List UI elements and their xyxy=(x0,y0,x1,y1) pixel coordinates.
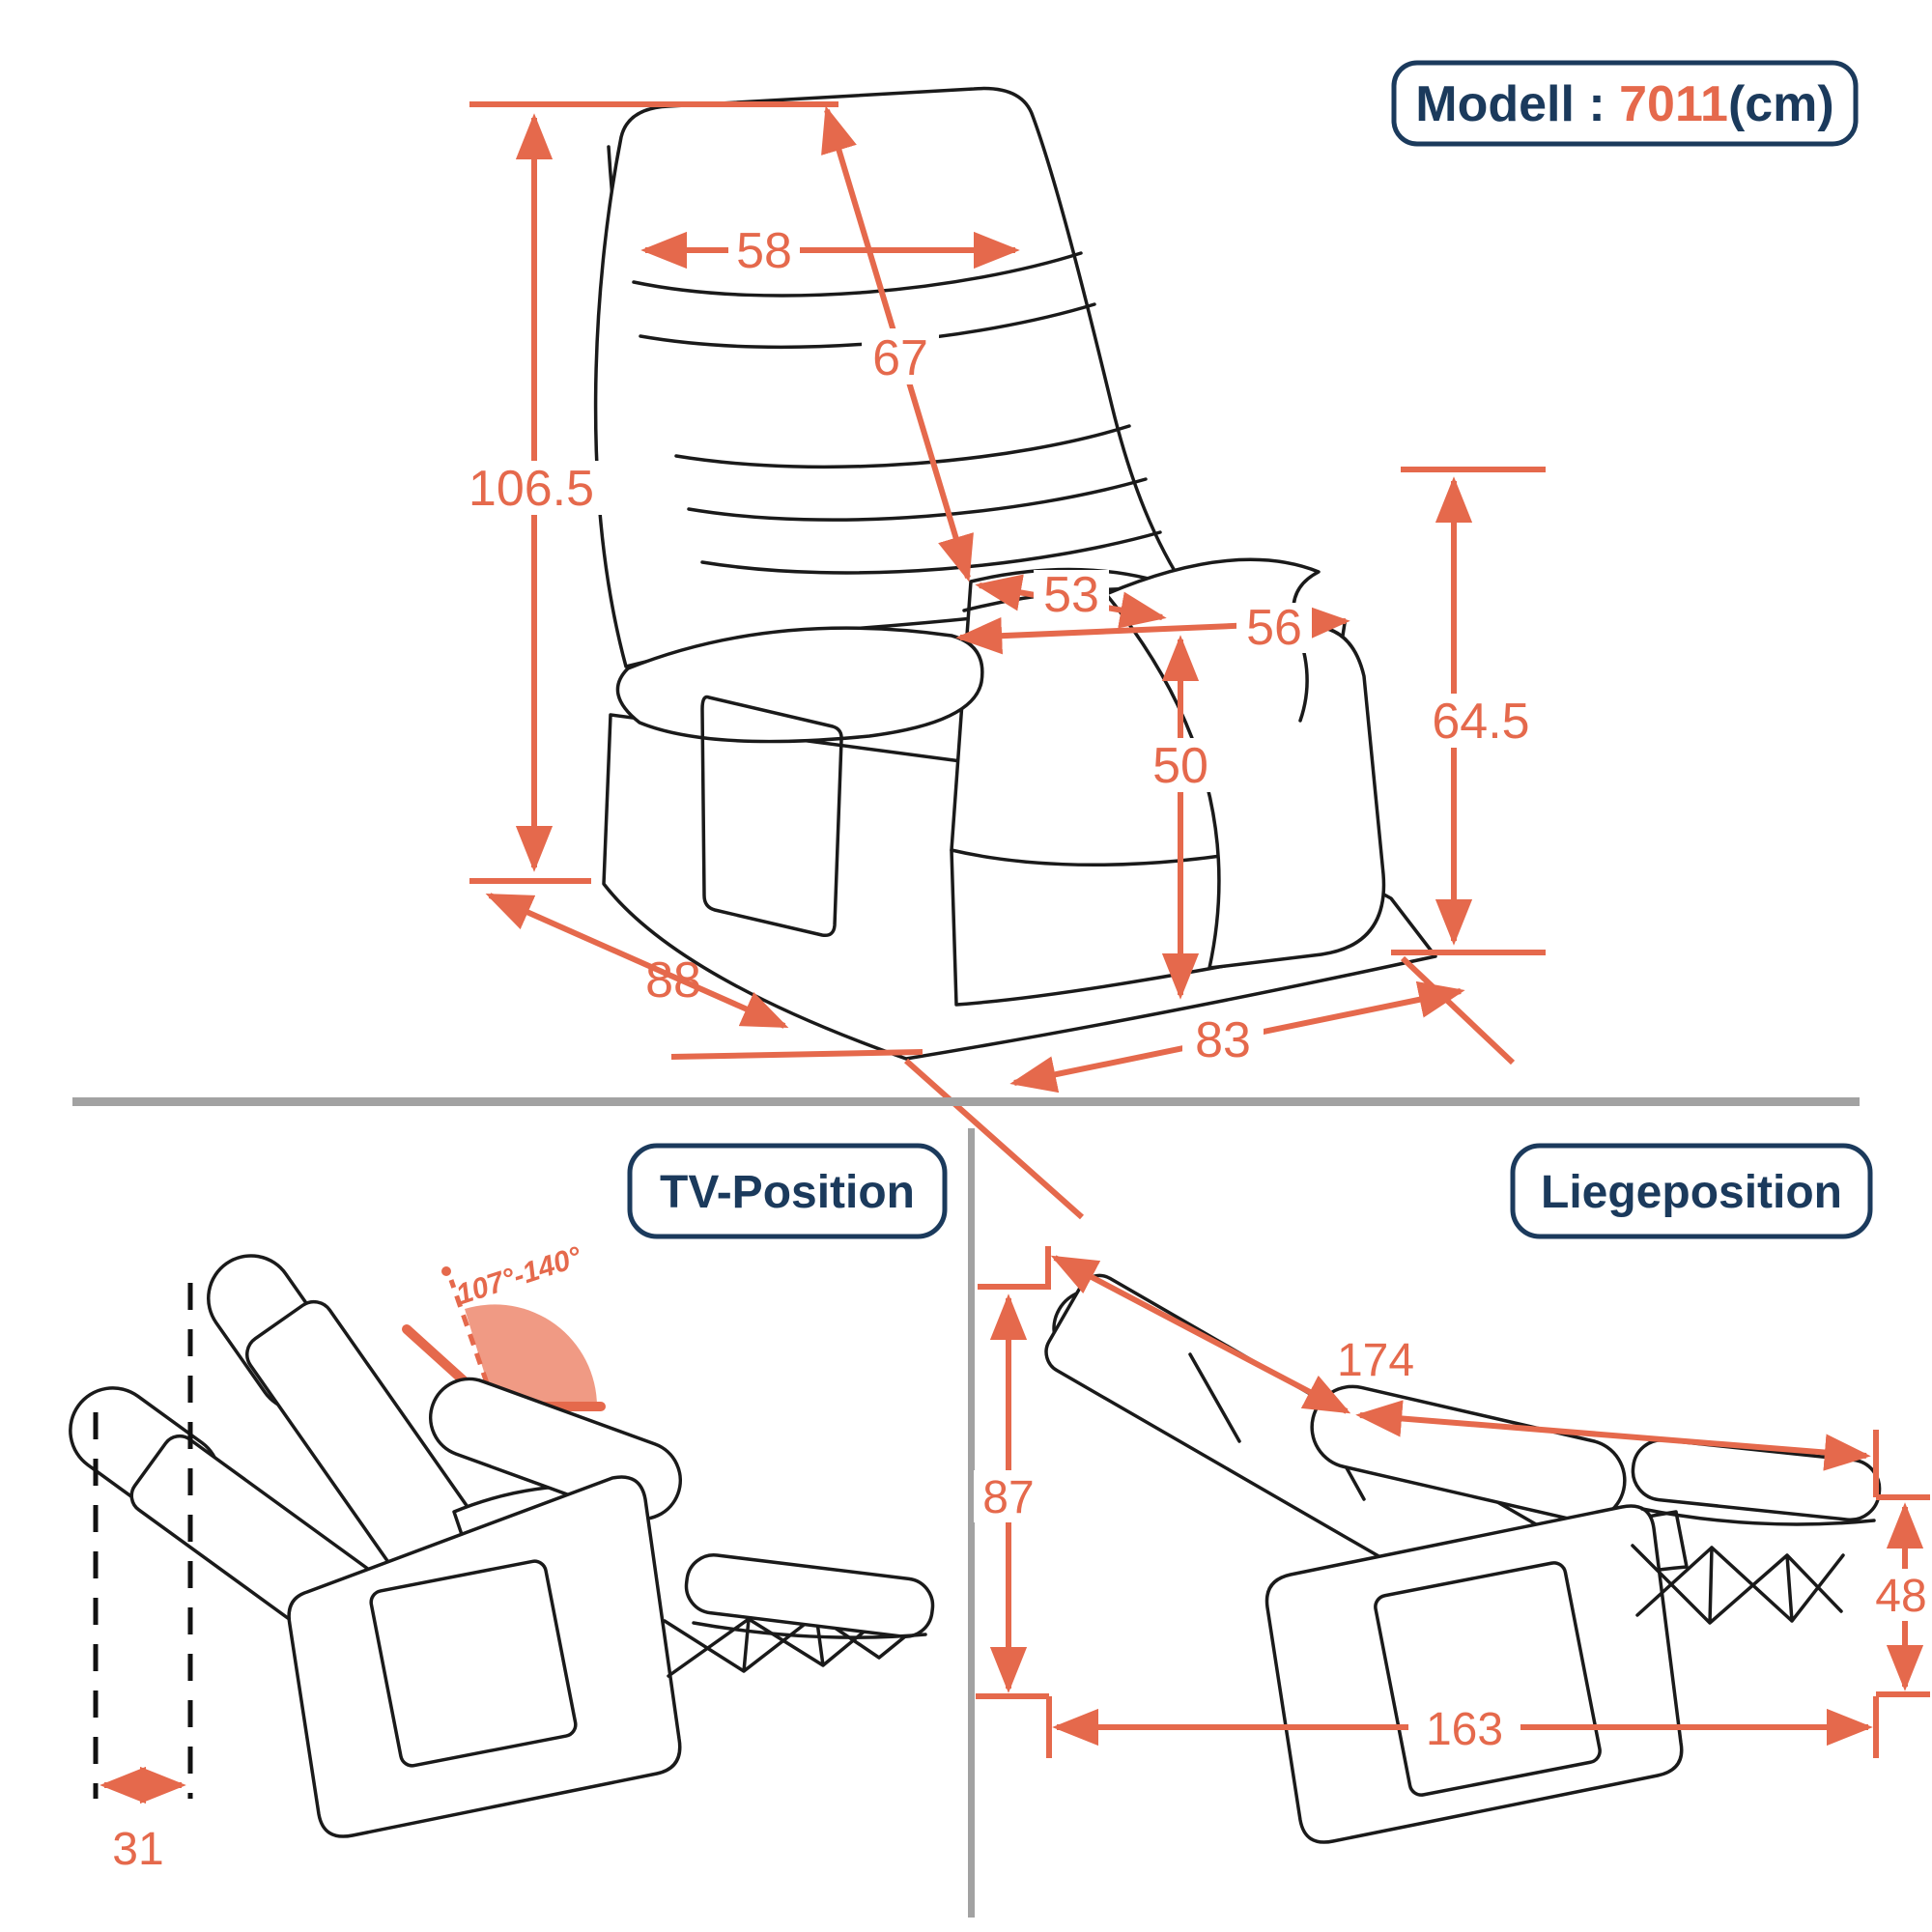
model-title-suffix: (cm) xyxy=(1728,76,1834,132)
recliner-front-drawing xyxy=(593,86,1437,1061)
dim-total-depth: 88 xyxy=(485,893,923,1060)
vertical-divider xyxy=(968,1128,975,1918)
angle-dot xyxy=(441,1266,451,1276)
side-pocket xyxy=(700,695,843,938)
seat-depth-label: 53 xyxy=(1043,567,1099,623)
model-number: 7011 xyxy=(1619,76,1728,132)
lie-footrest xyxy=(1631,1438,1882,1521)
tv-footrest xyxy=(684,1553,935,1638)
tv-position-panel: TV-Position 107°-140° xyxy=(69,1143,948,1875)
dim-arm-height: 64.5 xyxy=(1391,467,1555,955)
dim-footrest-height: 48 xyxy=(1870,1494,1932,1697)
headrest-offset-label: 31 xyxy=(112,1824,163,1875)
back-height-label: 87 xyxy=(982,1472,1034,1523)
total-depth-label: 88 xyxy=(645,952,701,1009)
seat-width-label: 56 xyxy=(1246,600,1302,656)
dim-seat-width: 56 xyxy=(955,600,1350,656)
back-length-label: 67 xyxy=(872,330,928,386)
tv-footrest-mechanism xyxy=(663,1613,912,1678)
model-title: Modell : 7011(cm) xyxy=(1415,76,1833,132)
footrest-height-label: 48 xyxy=(1875,1571,1926,1622)
recline-angle-icon: 107°-140° xyxy=(402,1240,606,1415)
tv-title-box: TV-Position xyxy=(627,1143,948,1239)
base-width-label: 83 xyxy=(1195,1012,1251,1068)
lie-footrest-seam xyxy=(1640,1507,1876,1526)
lie-position-panel: Liegeposition 174 87 xyxy=(974,1143,1932,1844)
lie-title-box: Liegeposition xyxy=(1510,1143,1873,1239)
tv-footrest-seam xyxy=(692,1621,927,1639)
left-armrest-outline xyxy=(615,626,984,744)
lie-side-pocket xyxy=(1374,1561,1602,1797)
dim-seat-height: 50 xyxy=(1143,635,1218,1000)
total-height-label: 106.5 xyxy=(469,461,594,517)
angle-range-label: 107°-140° xyxy=(452,1240,586,1311)
lie-chair-drawing xyxy=(1044,1273,1882,1844)
arm-height-label: 64.5 xyxy=(1432,694,1529,750)
main-view-panel: 106.5 58 67 53 56 50 xyxy=(458,60,1859,1220)
dim-back-height: 87 xyxy=(974,1293,1049,1699)
back-width-label: 58 xyxy=(736,223,792,279)
dim-total-height: 106.5 xyxy=(458,101,838,884)
lie-title: Liegeposition xyxy=(1541,1167,1842,1218)
model-title-box: Modell : 7011(cm) xyxy=(1391,60,1859,147)
lie-footrest-mechanism xyxy=(1631,1544,1845,1625)
dim-headrest-offset: 31 xyxy=(93,1283,193,1875)
dim-back-length: 67 xyxy=(821,105,974,582)
dim-base-width: 83 xyxy=(904,955,1516,1220)
total-length-label: 174 xyxy=(1337,1335,1414,1386)
dim-total-length: 174 xyxy=(978,1246,1879,1497)
floor-length-label: 163 xyxy=(1426,1704,1503,1755)
seat-height-label: 50 xyxy=(1152,738,1208,794)
angle-sector-shape xyxy=(465,1304,597,1406)
model-title-prefix: Modell : xyxy=(1415,76,1619,132)
tv-title: TV-Position xyxy=(660,1167,915,1218)
tv-chair-drawing xyxy=(69,1254,935,1838)
dim-floor-length: 163 xyxy=(1046,1696,1879,1758)
horizontal-divider xyxy=(72,1097,1860,1106)
tv-side-pocket xyxy=(369,1559,578,1768)
